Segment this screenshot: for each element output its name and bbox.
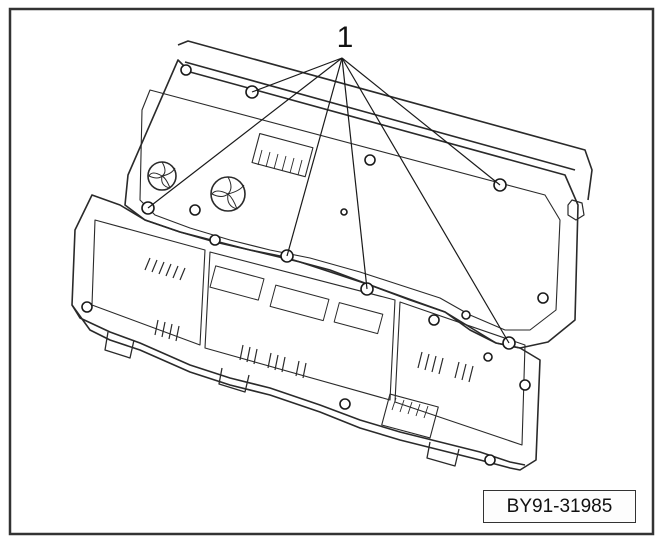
center-connector-c xyxy=(333,302,384,335)
lower-body-lip xyxy=(71,304,526,466)
mounting-clip-right xyxy=(426,441,460,467)
lower-body xyxy=(71,194,541,471)
leader-line xyxy=(286,57,343,257)
upper-connector-pins xyxy=(257,149,303,176)
leader-line xyxy=(147,57,343,209)
screw xyxy=(484,454,496,466)
screw xyxy=(180,64,192,76)
lower-panel-left xyxy=(91,219,206,346)
rear-flange-inner xyxy=(184,61,576,171)
center-connector-a xyxy=(209,265,265,301)
upper-cover xyxy=(124,59,579,349)
vent-grille-right xyxy=(417,351,474,383)
screw xyxy=(364,154,376,166)
rear-flange xyxy=(177,40,593,201)
vent-grille-left xyxy=(144,257,186,281)
screw xyxy=(519,379,531,391)
control-unit-housing xyxy=(71,40,593,471)
reference-code-box: BY91-31985 xyxy=(483,490,636,523)
lower-right-connector-pins xyxy=(391,397,429,419)
callout-leaders xyxy=(147,57,510,344)
leader-line xyxy=(341,57,368,290)
mounting-clip-left xyxy=(104,331,135,359)
fan-left-blades xyxy=(148,161,176,189)
leader-line xyxy=(251,57,343,93)
screw xyxy=(461,310,471,320)
screw xyxy=(537,292,549,304)
rear-pin xyxy=(567,199,585,221)
outer-frame xyxy=(8,7,655,536)
upper-connector xyxy=(251,132,314,178)
screw xyxy=(339,398,351,410)
screw xyxy=(483,352,493,362)
lower-panel-right xyxy=(394,301,526,446)
screws xyxy=(81,64,549,466)
callout-number: 1 xyxy=(336,21,354,54)
screw xyxy=(340,208,348,216)
screw xyxy=(81,301,93,313)
vent-grille-bottom xyxy=(154,319,307,379)
mounting-clip-center xyxy=(218,367,250,393)
screw xyxy=(189,204,201,216)
leader-line xyxy=(341,57,501,186)
screw xyxy=(428,314,440,326)
center-connector-b xyxy=(269,284,330,322)
fan-right-blades xyxy=(211,176,245,210)
lower-right-connector xyxy=(381,393,439,439)
lower-panel-center xyxy=(204,251,396,401)
screw xyxy=(209,234,221,246)
leader-line xyxy=(341,57,510,344)
